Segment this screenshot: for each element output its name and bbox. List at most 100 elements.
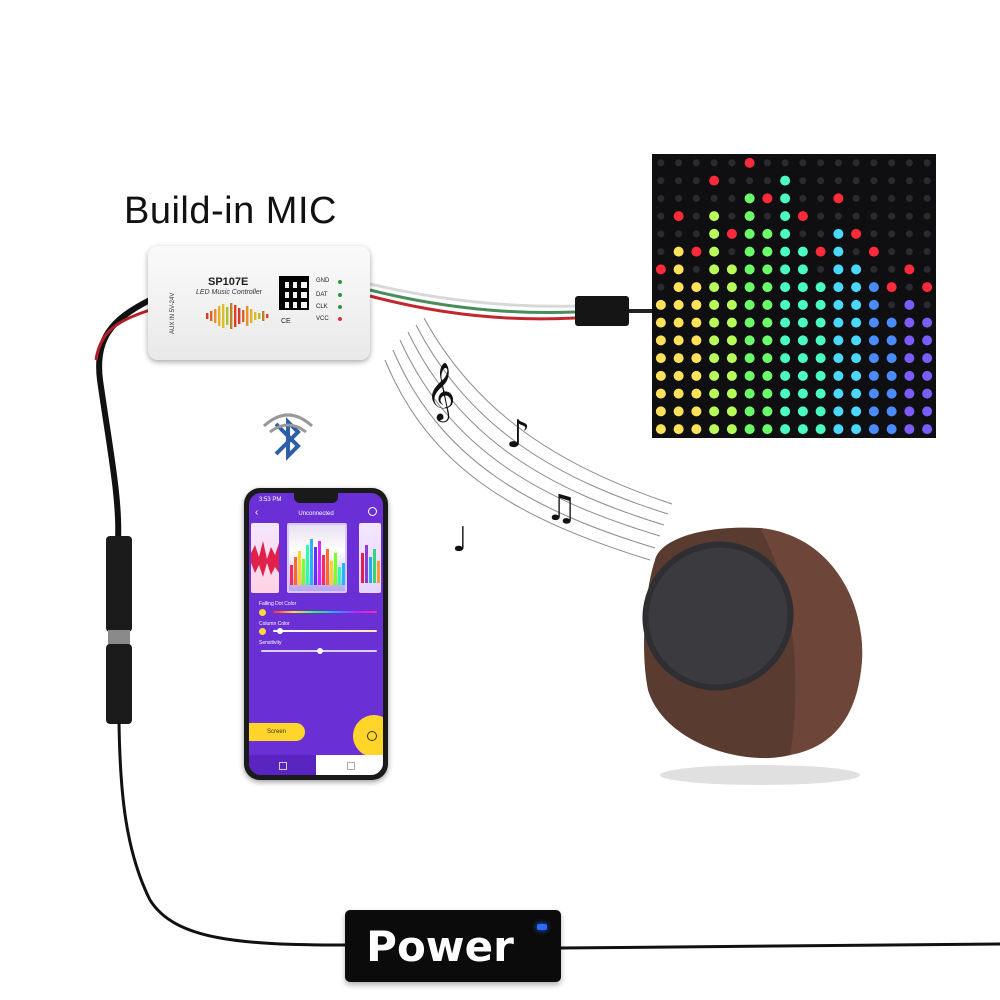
spectrum-bar	[294, 557, 297, 585]
slider-knob[interactable]	[277, 628, 283, 634]
treble-clef-icon: 𝄞	[426, 362, 456, 420]
led-matrix-panel	[652, 154, 936, 438]
led-off	[692, 194, 700, 202]
led-lit	[655, 370, 666, 381]
led-off	[905, 177, 913, 185]
info-icon[interactable]	[368, 507, 377, 516]
led-lit	[868, 335, 879, 346]
jst-connector	[575, 296, 629, 326]
led-music-controller: SP107E LED Music Controller AUX IN 5V-24…	[148, 246, 370, 360]
led-off	[817, 194, 825, 202]
led-lit	[744, 193, 755, 204]
pin-label: DAT	[316, 292, 328, 298]
led-peak-dot	[655, 264, 666, 275]
slider-knob[interactable]	[317, 648, 323, 654]
spectrum-bar	[342, 563, 345, 585]
led-lit	[744, 406, 755, 417]
led-off	[888, 265, 896, 273]
led-off	[888, 301, 896, 309]
spectrum-bar	[298, 551, 301, 585]
led-lit	[655, 424, 666, 435]
led-off	[657, 159, 665, 167]
led-lit	[726, 317, 737, 328]
led-off	[710, 159, 718, 167]
led-lit	[797, 424, 808, 435]
waveform-bar	[226, 307, 229, 325]
led-lit	[655, 353, 666, 364]
led-lit	[744, 424, 755, 435]
spectrum-bar	[314, 547, 317, 585]
led-off	[852, 212, 860, 220]
led-lit	[726, 299, 737, 310]
spectrum-bar	[338, 567, 341, 585]
power-label: Power	[366, 922, 514, 971]
led-lit	[691, 370, 702, 381]
color-toggle[interactable]	[259, 609, 266, 616]
led-lit	[851, 370, 862, 381]
screen-button[interactable]: Screen	[249, 723, 305, 741]
led-off	[781, 159, 789, 167]
smartphone: 3:53 PM ‹ Unconnected Falling Dot Color …	[244, 488, 388, 780]
led-lit	[691, 335, 702, 346]
led-lit	[833, 370, 844, 381]
bluetooth-icon	[262, 413, 314, 461]
led-off	[870, 177, 878, 185]
led-lit	[797, 370, 808, 381]
led-lit	[709, 264, 720, 275]
effect-preview	[290, 539, 345, 585]
qr-code	[279, 276, 309, 310]
led-peak-dot	[762, 193, 773, 204]
param-label: Column Color	[259, 621, 290, 627]
led-lit	[673, 246, 684, 257]
led-off	[657, 283, 665, 291]
led-lit	[744, 282, 755, 293]
led-lit	[833, 406, 844, 417]
color-toggle[interactable]	[259, 628, 266, 635]
led-off	[728, 177, 736, 185]
led-lit	[886, 370, 897, 381]
waveform-graphic	[206, 303, 269, 329]
led-lit	[815, 388, 826, 399]
led-lit	[797, 353, 808, 364]
phone-screen: 3:53 PM ‹ Unconnected Falling Dot Color …	[249, 493, 383, 775]
waveform-bar	[266, 314, 269, 318]
back-icon[interactable]: ‹	[255, 507, 259, 518]
bottom-nav-tab-active[interactable]	[316, 755, 383, 775]
led-lit	[922, 335, 933, 346]
led-lit	[762, 299, 773, 310]
led-lit	[744, 335, 755, 346]
tab-settings-icon[interactable]	[347, 762, 355, 770]
led-lit	[726, 406, 737, 417]
led-lit	[762, 388, 773, 399]
led-off	[675, 177, 683, 185]
led-lit	[797, 406, 808, 417]
led-lit	[691, 353, 702, 364]
led-off	[923, 212, 931, 220]
waveform-bar	[254, 312, 257, 320]
led-lit	[904, 317, 915, 328]
waveform-bar	[246, 306, 249, 326]
controller-model: SP107E	[208, 276, 249, 288]
led-off	[888, 177, 896, 185]
led-off	[834, 177, 842, 185]
led-matrix-grid	[655, 157, 933, 435]
led-lit	[709, 228, 720, 239]
phone-notch	[294, 493, 338, 503]
led-lit	[886, 406, 897, 417]
led-lit	[922, 406, 933, 417]
led-lit	[780, 282, 791, 293]
speaker-shadow	[660, 765, 860, 785]
led-lit	[780, 370, 791, 381]
led-lit	[868, 370, 879, 381]
power-cable	[96, 297, 152, 541]
column-color-slider[interactable]	[273, 630, 377, 632]
led-off	[799, 177, 807, 185]
falling-dot-color-slider[interactable]	[273, 611, 377, 613]
led-off	[657, 194, 665, 202]
led-lit	[709, 353, 720, 364]
app-title: Unconnected	[298, 511, 334, 517]
tab-home-icon[interactable]	[279, 762, 287, 770]
led-lit	[780, 353, 791, 364]
led-lit	[780, 211, 791, 222]
led-lit	[762, 424, 773, 435]
